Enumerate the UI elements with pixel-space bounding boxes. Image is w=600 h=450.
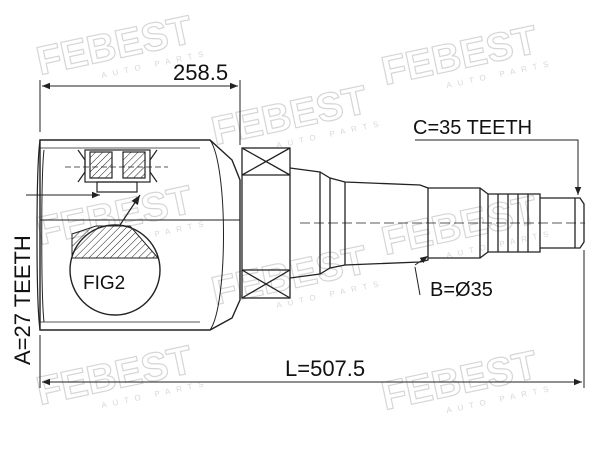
dim-258-label: 258.5 bbox=[173, 60, 228, 85]
boot-clamp bbox=[241, 147, 291, 299]
spline-c-label: C=35 TEETH bbox=[413, 117, 532, 139]
fig2-label: FIG2 bbox=[83, 273, 125, 294]
dim-joint-length: 258.5 bbox=[39, 60, 241, 145]
joint-housing bbox=[36, 139, 241, 331]
dim-diameter-b: B=Ø35 bbox=[414, 255, 493, 301]
spline-a-label: A=27 TEETH bbox=[10, 235, 35, 365]
dim-spline-c: C=35 TEETH bbox=[413, 117, 582, 195]
drive-shaft bbox=[289, 167, 585, 279]
dim-total-length: L=507.5 bbox=[39, 250, 585, 388]
diameter-b-label: B=Ø35 bbox=[430, 279, 493, 301]
bearing-section bbox=[65, 149, 168, 193]
dim-spline-a: A=27 TEETH bbox=[10, 191, 100, 365]
total-length-label: L=507.5 bbox=[285, 356, 365, 381]
fig2-detail: FIG2 bbox=[69, 194, 161, 316]
